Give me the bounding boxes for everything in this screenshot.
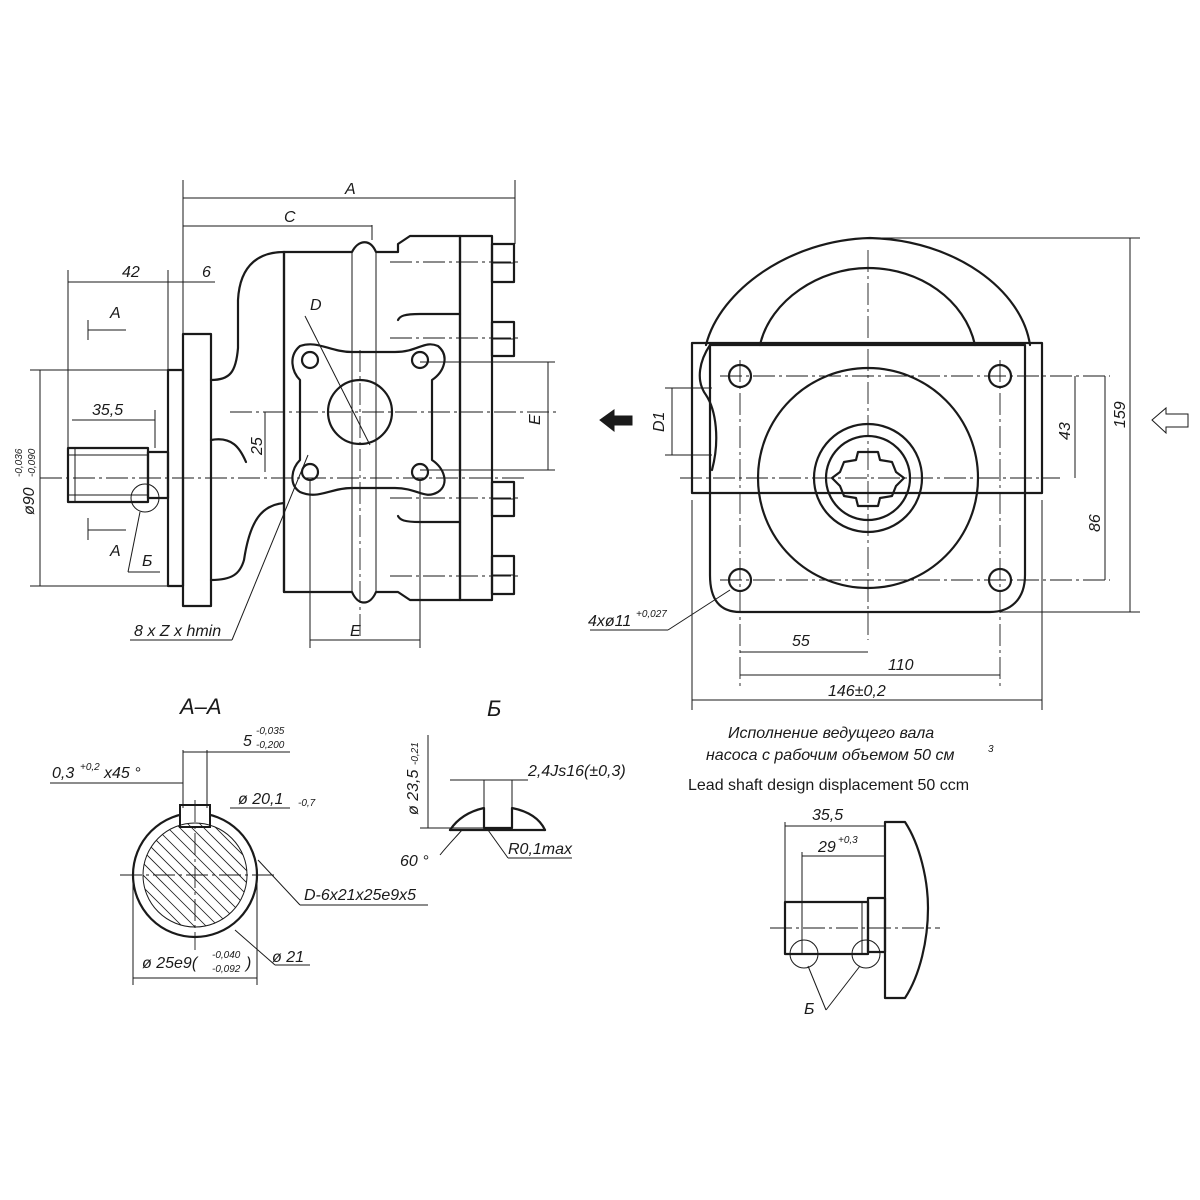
lead-shaft-caption-ru-2: насоса с рабочим объемом 50 см	[706, 747, 955, 764]
dim-d20-1-label: ø 20,1	[238, 791, 283, 808]
port-hole-tr	[410, 350, 430, 370]
flange-plate	[690, 341, 1044, 495]
lead-shaft-view	[770, 820, 940, 1011]
neck-bottom	[209, 501, 286, 582]
lead-shaft-flange	[883, 820, 930, 1000]
dim-d25e9-tol-upper: -0,040	[212, 950, 241, 961]
dim-55-label: 55	[792, 633, 810, 650]
spline-profile	[830, 450, 906, 508]
spline-note: D-6x21x25e9x5	[304, 887, 416, 904]
port-flange	[291, 343, 446, 496]
dim-43-label: 43	[1057, 422, 1074, 440]
dim-a-label: A	[344, 181, 356, 198]
holes-note: 4xø11	[588, 613, 631, 630]
dim-d90-tol-lower: -0,090	[27, 448, 38, 477]
chamfer-angle: x45 °	[103, 765, 141, 782]
neck-top	[209, 250, 286, 382]
dim-146-label: 146±0,2	[828, 683, 886, 700]
groove-profile	[448, 806, 547, 832]
dim-5-tol-lower: -0,200	[256, 740, 285, 751]
section-aa-title: A–A	[178, 694, 222, 719]
drive-shaft	[66, 446, 150, 504]
dim-d90-label: ø90	[21, 487, 38, 515]
detail-b-title: Б	[487, 696, 501, 721]
port-profile-bottom	[396, 514, 462, 524]
bolt-top	[490, 242, 516, 284]
dim-d90-tol-upper: -0,036	[14, 448, 25, 477]
bolt-bottom	[490, 554, 516, 596]
section-mark-top: A	[109, 305, 121, 322]
dim-d1-label: D1	[651, 412, 668, 432]
dim-d25e9-label: ø 25e9(	[142, 955, 199, 972]
front-housing	[708, 343, 1027, 614]
neck-mid	[209, 438, 248, 464]
lead-shaft-detail-circle-1	[789, 939, 819, 969]
lead-shaft-caption-sup: 3	[988, 744, 994, 755]
detail-mark-b: Б	[142, 553, 152, 570]
dim-d20-1-tol: -0,7	[298, 798, 316, 809]
outlet-arrow-icon	[599, 409, 633, 433]
dim-6-label: 6	[202, 264, 211, 281]
dim-e-vertical-label: E	[527, 414, 544, 425]
dim-5-label: 5	[243, 733, 252, 750]
dim-d23-5-tol: -0,21	[410, 742, 421, 765]
dim-d25e9-tol-lower: -0,092	[212, 964, 241, 975]
dim-d25e9-close: )	[244, 955, 251, 972]
rear-cover	[458, 234, 494, 602]
dim-86-label: 86	[1087, 514, 1104, 532]
dim-d-label: D	[310, 297, 322, 314]
lead-shaft-detail-circle-2	[851, 939, 881, 969]
bolt-lower	[490, 480, 516, 518]
lead-dim-29-tol: +0,3	[838, 835, 858, 846]
lead-detail-mark-b: Б	[804, 1001, 814, 1018]
thread-note: 8 x Z x hmin	[134, 623, 221, 640]
angle-arc	[439, 829, 463, 856]
shaft-collar	[146, 450, 170, 500]
chamfer-label: 0,3	[52, 765, 74, 782]
dim-35-5-label: 35,5	[92, 402, 123, 419]
dim-e-horizontal-label: E	[350, 623, 361, 640]
side-view	[30, 180, 560, 648]
dim-5-tol-upper: -0,035	[256, 726, 285, 737]
dim-42-label: 42	[122, 264, 140, 281]
holes-tol: +0,027	[636, 609, 667, 620]
mounting-flange	[181, 332, 213, 608]
inlet-arrow-icon	[1151, 406, 1189, 435]
lead-shaft-caption-ru-1: Исполнение ведущего вала	[728, 725, 934, 742]
groove-angle-label: 60 °	[400, 853, 429, 870]
front-view	[590, 236, 1189, 710]
lead-dim-35-5-label: 35,5	[812, 807, 843, 824]
section-mark-bottom: A	[109, 543, 121, 560]
port-profile-top	[396, 312, 462, 322]
detail-b-view	[420, 735, 572, 859]
section-aa-view	[50, 750, 428, 985]
port-hole-tl	[300, 350, 320, 370]
chamfer-tol: +0,2	[80, 762, 100, 773]
groove-width-label: 2,4Js16(±0,3)	[527, 763, 626, 780]
dim-c-label: C	[284, 209, 296, 226]
dim-110-label: 110	[888, 657, 914, 674]
dim-159-label: 159	[1112, 401, 1129, 428]
dim-25-label: 25	[249, 437, 266, 456]
left-contour	[698, 343, 718, 472]
lead-shaft-collar	[866, 896, 887, 954]
groove-radius-label: R0,1max	[508, 841, 573, 858]
bolt-upper	[490, 320, 516, 358]
dim-d21-label: ø 21	[272, 949, 304, 966]
lead-shaft-caption-en: Lead shaft design displacement 50 ccm	[688, 777, 969, 794]
lead-dim-29-label: 29	[817, 839, 836, 856]
body-inner-arc	[758, 266, 977, 347]
detail-b-circle	[130, 483, 160, 513]
dim-d23-5-label: ø 23,5	[405, 770, 422, 815]
